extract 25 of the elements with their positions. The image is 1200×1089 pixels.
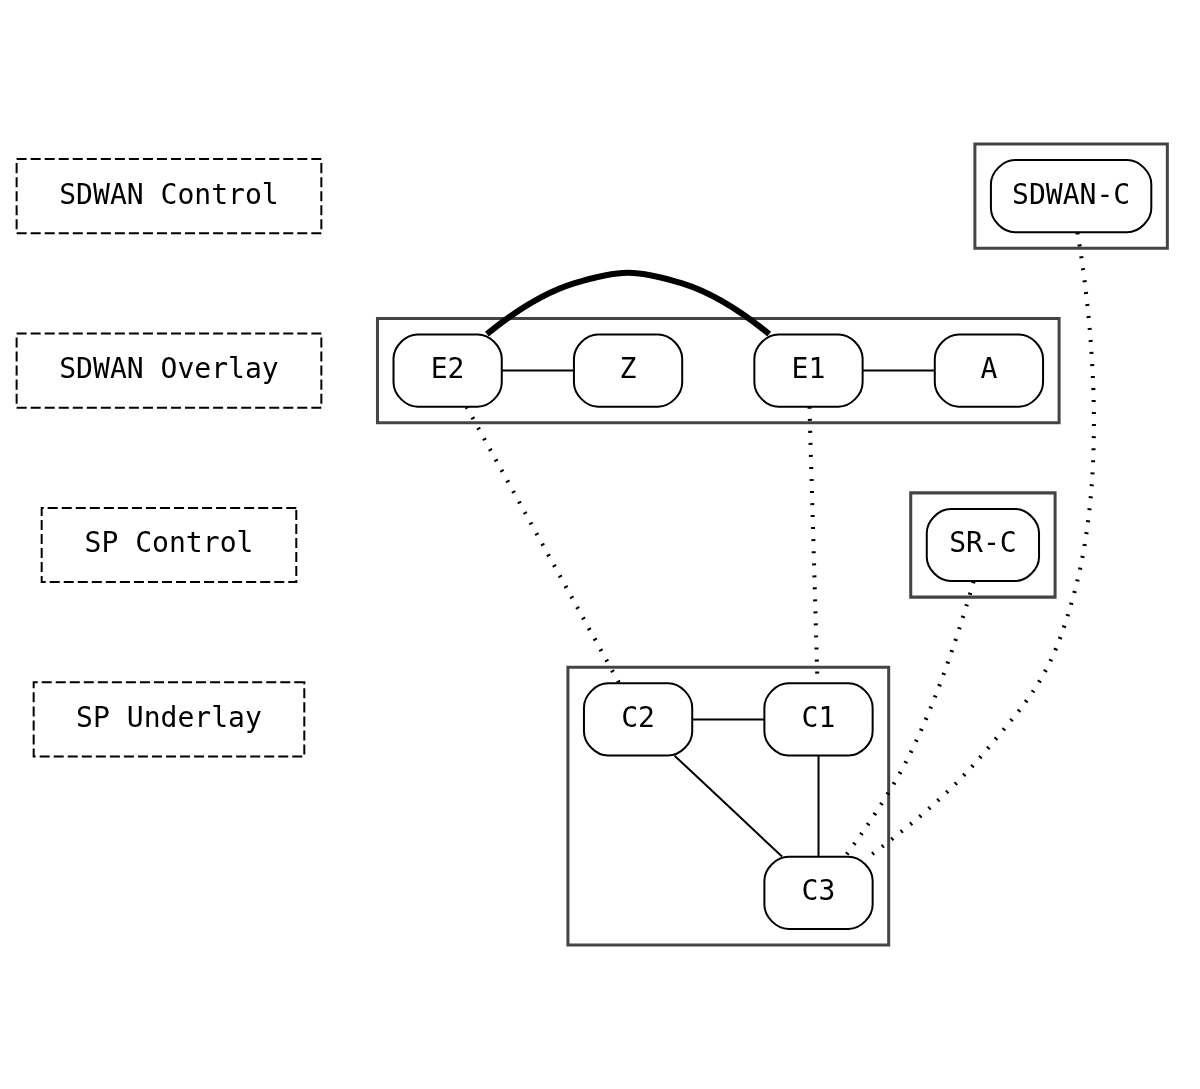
node-box: SDWAN Overlay bbox=[15, 332, 323, 409]
connector bbox=[691, 718, 766, 721]
connector bbox=[500, 369, 575, 372]
node-box: SR-C bbox=[925, 507, 1041, 583]
node-box: C2 bbox=[582, 682, 694, 757]
connector bbox=[817, 754, 820, 858]
node-box: C3 bbox=[763, 855, 874, 930]
node-box: Z bbox=[572, 333, 684, 408]
cluster bbox=[375, 316, 1061, 425]
connector bbox=[485, 269, 772, 337]
cluster bbox=[566, 665, 891, 947]
node-box: SDWAN Control bbox=[15, 158, 323, 235]
connector bbox=[673, 754, 784, 858]
node-box: SP Control bbox=[40, 506, 298, 584]
connector bbox=[464, 405, 621, 685]
connector bbox=[861, 369, 936, 372]
node-box: SP Underlay bbox=[32, 681, 306, 758]
node-box: E1 bbox=[753, 333, 864, 408]
node-box: SDWAN-C bbox=[989, 159, 1153, 234]
cluster bbox=[909, 491, 1057, 599]
node-box: E2 bbox=[392, 333, 503, 408]
node-box: C1 bbox=[763, 682, 874, 757]
connector bbox=[843, 580, 976, 858]
cluster bbox=[973, 142, 1169, 250]
node-box: A bbox=[933, 333, 1045, 408]
